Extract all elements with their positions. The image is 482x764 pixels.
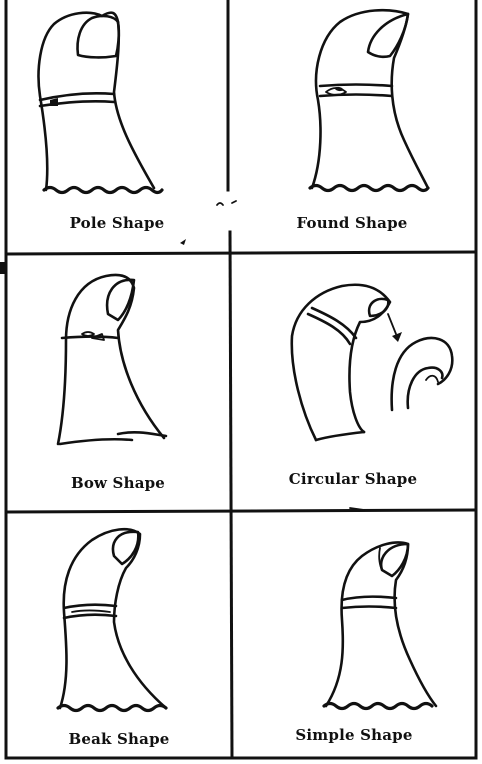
beak-shape-drawing xyxy=(6,512,232,758)
shape-cell-simple: Simple Shape xyxy=(232,510,476,758)
simple-shape-drawing xyxy=(232,510,476,758)
shape-label: Beak Shape xyxy=(6,730,232,748)
shape-cell-beak: Beak Shape xyxy=(6,512,232,758)
shape-label: Circular Shape xyxy=(230,470,476,488)
shape-label: Found Shape xyxy=(228,214,476,232)
shape-cell-bow: Bow Shape xyxy=(6,254,230,512)
shape-label: Simple Shape xyxy=(232,726,476,744)
shape-label: Bow Shape xyxy=(6,474,230,492)
shape-cell-pole: Pole Shape xyxy=(6,0,228,254)
shape-label: Pole Shape xyxy=(6,214,228,232)
shape-cell-circular: Circular Shape xyxy=(230,252,476,510)
shape-cell-found: Found Shape xyxy=(228,0,476,254)
